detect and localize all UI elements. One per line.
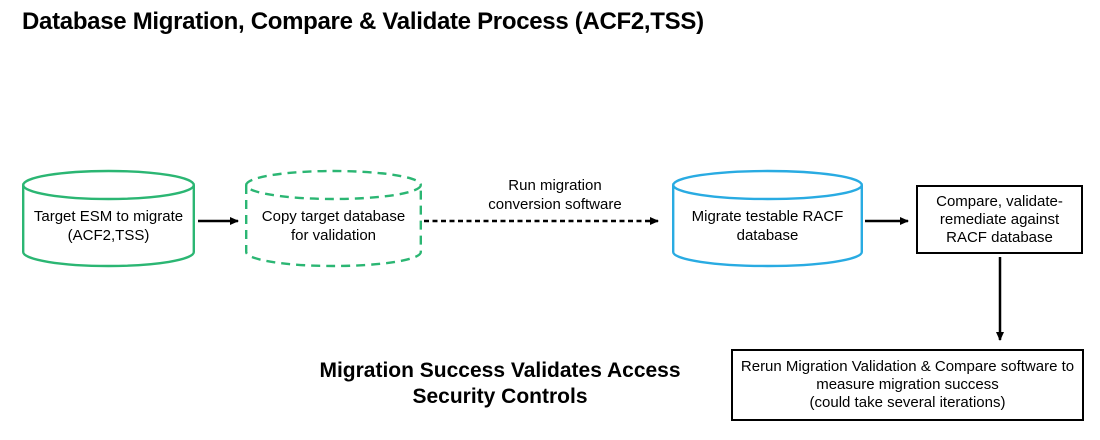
diagram-caption: Migration Success Validates Access Secur… xyxy=(310,358,690,410)
source-db-label: Target ESM to migrate (ACF2,TSS) xyxy=(22,207,195,245)
rerun-validation-box: Rerun Migration Validation & Compare sof… xyxy=(731,349,1084,421)
conversion-arrow-label-line1: Run migration xyxy=(508,177,602,194)
conversion-arrow-label-line2: conversion software xyxy=(488,196,622,213)
copy-db-cylinder xyxy=(244,169,423,268)
rerun-validation-box-line1: Rerun Migration Validation & Compare sof… xyxy=(740,358,1075,375)
compare-validate-box-line3: RACF database xyxy=(946,228,1053,246)
rerun-validation-box-line2: measure migration success xyxy=(816,376,999,393)
rerun-validation-box-line3: (could take several iterations) xyxy=(809,394,1006,411)
source-db-label-line1: Target ESM to migrate xyxy=(33,208,184,225)
diagram-caption-line2: Security Controls xyxy=(412,385,588,408)
racf-db-label-line1: Migrate testable RACF xyxy=(691,208,844,225)
compare-validate-box: Compare, validate- remediate against RAC… xyxy=(916,185,1083,254)
copy-db-label-line1: Copy target database xyxy=(261,208,406,225)
compare-validate-box-line1: Compare, validate- xyxy=(936,192,1063,210)
source-db-label-line2: (ACF2,TSS) xyxy=(67,227,150,244)
page-title: Database Migration, Compare & Validate P… xyxy=(22,8,704,35)
racf-db-label: Migrate testable RACF database xyxy=(672,207,863,245)
diagram-caption-line1: Migration Success Validates Access xyxy=(319,359,681,382)
source-db-cylinder xyxy=(21,169,196,268)
copy-db-label-line2: for validation xyxy=(290,227,377,244)
copy-db-label: Copy target database for validation xyxy=(245,207,422,245)
conversion-arrow-label: Run migration conversion software xyxy=(455,176,655,214)
racf-db-cylinder xyxy=(672,169,864,268)
racf-db-label-line2: database xyxy=(736,227,799,244)
compare-validate-box-line2: remediate against xyxy=(939,210,1060,228)
